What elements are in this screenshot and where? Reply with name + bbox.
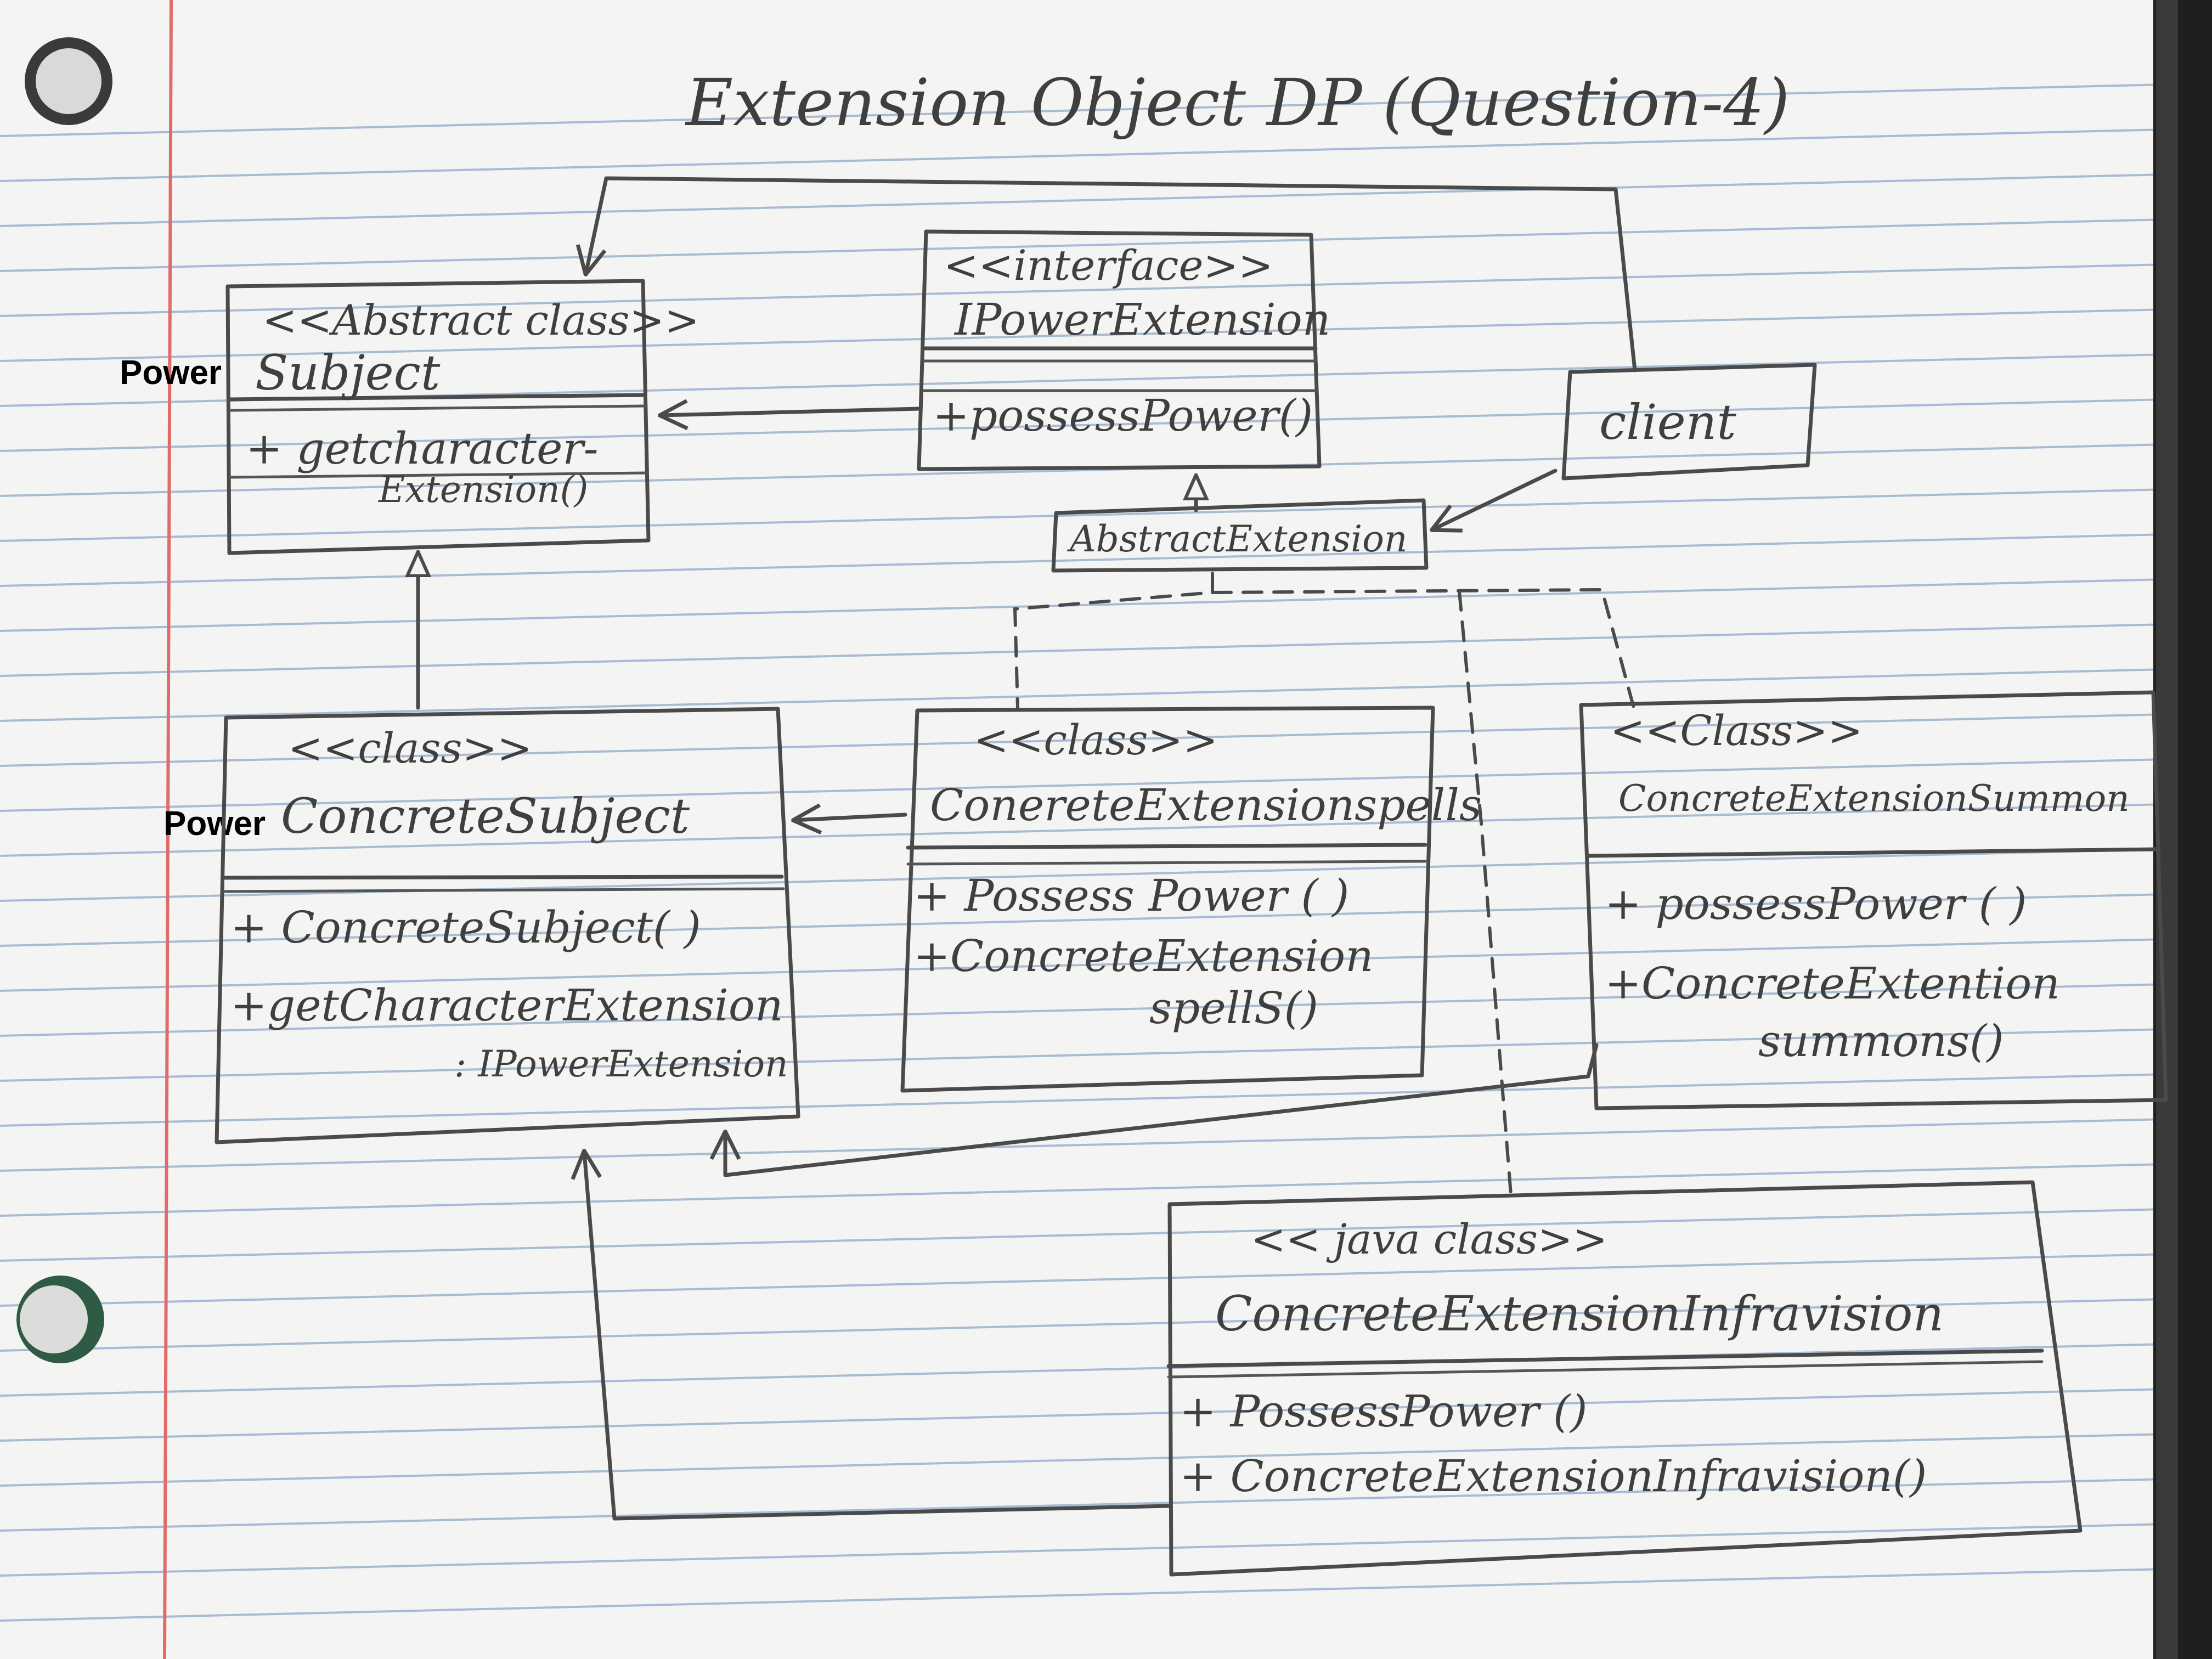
ruled-line [0, 668, 2190, 722]
ruled-line [0, 398, 2190, 452]
spells-member-3: spellS() [1149, 983, 1318, 1034]
interface-member-1: +possessPower() [933, 390, 1313, 441]
ruled-line [0, 1387, 2190, 1442]
ruled-line [0, 533, 2190, 587]
ruled-line [0, 1342, 2190, 1397]
interface-stereotype: <<interface>> [944, 241, 1273, 290]
client-box: client [1561, 363, 1817, 481]
summons-member-2: +ConcreteExtention [1605, 958, 2060, 1009]
margin-line [163, 0, 173, 1659]
infravision-box: << java class>> ConcreteExtensionInfravi… [1166, 1180, 2083, 1577]
ruled-line [0, 308, 2190, 362]
concrete-subject-member-2: +getCharacterExtension [230, 980, 783, 1031]
spells-member-2: +ConcreteExtension [913, 930, 1374, 981]
ruled-line [0, 983, 2190, 1037]
ruled-line [0, 443, 2190, 497]
client-to-abstract-extension-arrow [1433, 469, 1558, 529]
abstract-subject-name: Subject [255, 345, 441, 401]
ruled-line [0, 623, 2190, 677]
ruled-line [0, 893, 2190, 947]
abstract-subject-member-1: + getcharacter- [246, 423, 599, 474]
ruled-line [0, 1073, 2190, 1127]
ruled-line [0, 578, 2190, 632]
summons-box: <<Class>> ConcreteExtensionSummon + poss… [1579, 690, 2168, 1110]
abstract-subject-box: <<Abstract class>> Subject + getcharacte… [225, 279, 699, 555]
ruled-lines [0, 83, 2190, 1622]
ruled-line [0, 173, 2190, 227]
infravision-member-2: + ConcreteExtensionInfravision() [1180, 1451, 1927, 1502]
concrete-subject-member-3: : IPowerExtension [454, 1043, 788, 1085]
ruled-line [0, 128, 2190, 182]
infravision-member-1: + PossessPower () [1180, 1386, 1587, 1437]
spells-member-1: + Possess Power ( ) [913, 870, 1349, 921]
ruled-line [0, 1522, 2190, 1577]
interface-box: <<interface>> IPowerExtension +possessPo… [917, 229, 1330, 471]
ruled-line [0, 1118, 2190, 1172]
abstract-extension-name: AbstractExtension [1066, 518, 1407, 560]
extension-dashed-branch [1013, 572, 1214, 709]
concrete-subject-prefix-label: Power [163, 805, 266, 843]
concrete-subject-stereotype: <<class>> [288, 724, 532, 772]
infravision-name: ConcreteExtensionInfravision [1215, 1285, 1944, 1342]
ruled-line [0, 1297, 2190, 1352]
ruled-line [0, 758, 2190, 812]
spells-box: <<class>> ConereteExtensionspells + Poss… [900, 706, 1482, 1093]
ruled-line [0, 713, 2190, 767]
infravision-stereotype: << java class>> [1251, 1215, 1607, 1263]
extension-dashed-branch-down [1458, 590, 1513, 1203]
diagram-title: Extension Object DP (Question-4) [685, 65, 1790, 140]
ruled-line [0, 488, 2190, 542]
ruled-line [0, 218, 2190, 272]
client-name: client [1599, 394, 1736, 450]
client-to-subject-arrow [586, 176, 1637, 373]
concrete-subject-name: ConcreteSubject [281, 788, 690, 844]
summons-name: ConcreteExtensionSummon [1618, 777, 2130, 820]
interface-name: IPowerExtension [953, 294, 1330, 345]
ruled-line [0, 1567, 2190, 1622]
ruled-line [0, 83, 2190, 137]
ruled-line [0, 803, 2190, 857]
abstract-subject-member-2: Extension() [378, 469, 588, 511]
spells-stereotype: <<class>> [974, 715, 1218, 764]
interface-to-subject-arrow [661, 409, 921, 415]
abstract-subject-stereotype: <<Abstract class>> [262, 296, 699, 345]
abstract-extension-box: AbstractExtension [1051, 498, 1429, 573]
spells-to-concrete-subject-arrow [794, 815, 907, 820]
infravision-to-concrete-subject-arrow [584, 1152, 1171, 1521]
ruled-line [0, 1028, 2190, 1082]
ruled-line [0, 1477, 2190, 1532]
ruled-line [0, 1432, 2190, 1487]
subject-prefix-label: Power [120, 354, 222, 392]
ruled-line [0, 938, 2190, 992]
extension-dashed-branch-right [1211, 588, 1635, 709]
summons-member-1: + possessPower ( ) [1605, 878, 2027, 929]
ruled-line [0, 1207, 2190, 1262]
spells-name: ConereteExtensionspells [930, 780, 1482, 831]
concrete-subject-box: <<class>> ConcreteSubject + ConcreteSubj… [215, 707, 800, 1144]
ruled-line [0, 1252, 2190, 1307]
summons-to-concrete-subject-arrow [725, 1043, 1599, 1177]
concrete-subject-member-1: + ConcreteSubject( ) [230, 902, 701, 953]
summons-stereotype: <<Class>> [1610, 706, 1863, 755]
summons-member-3: summons() [1758, 1015, 2004, 1066]
ruled-line [0, 263, 2190, 317]
ruled-line [0, 1163, 2190, 1217]
